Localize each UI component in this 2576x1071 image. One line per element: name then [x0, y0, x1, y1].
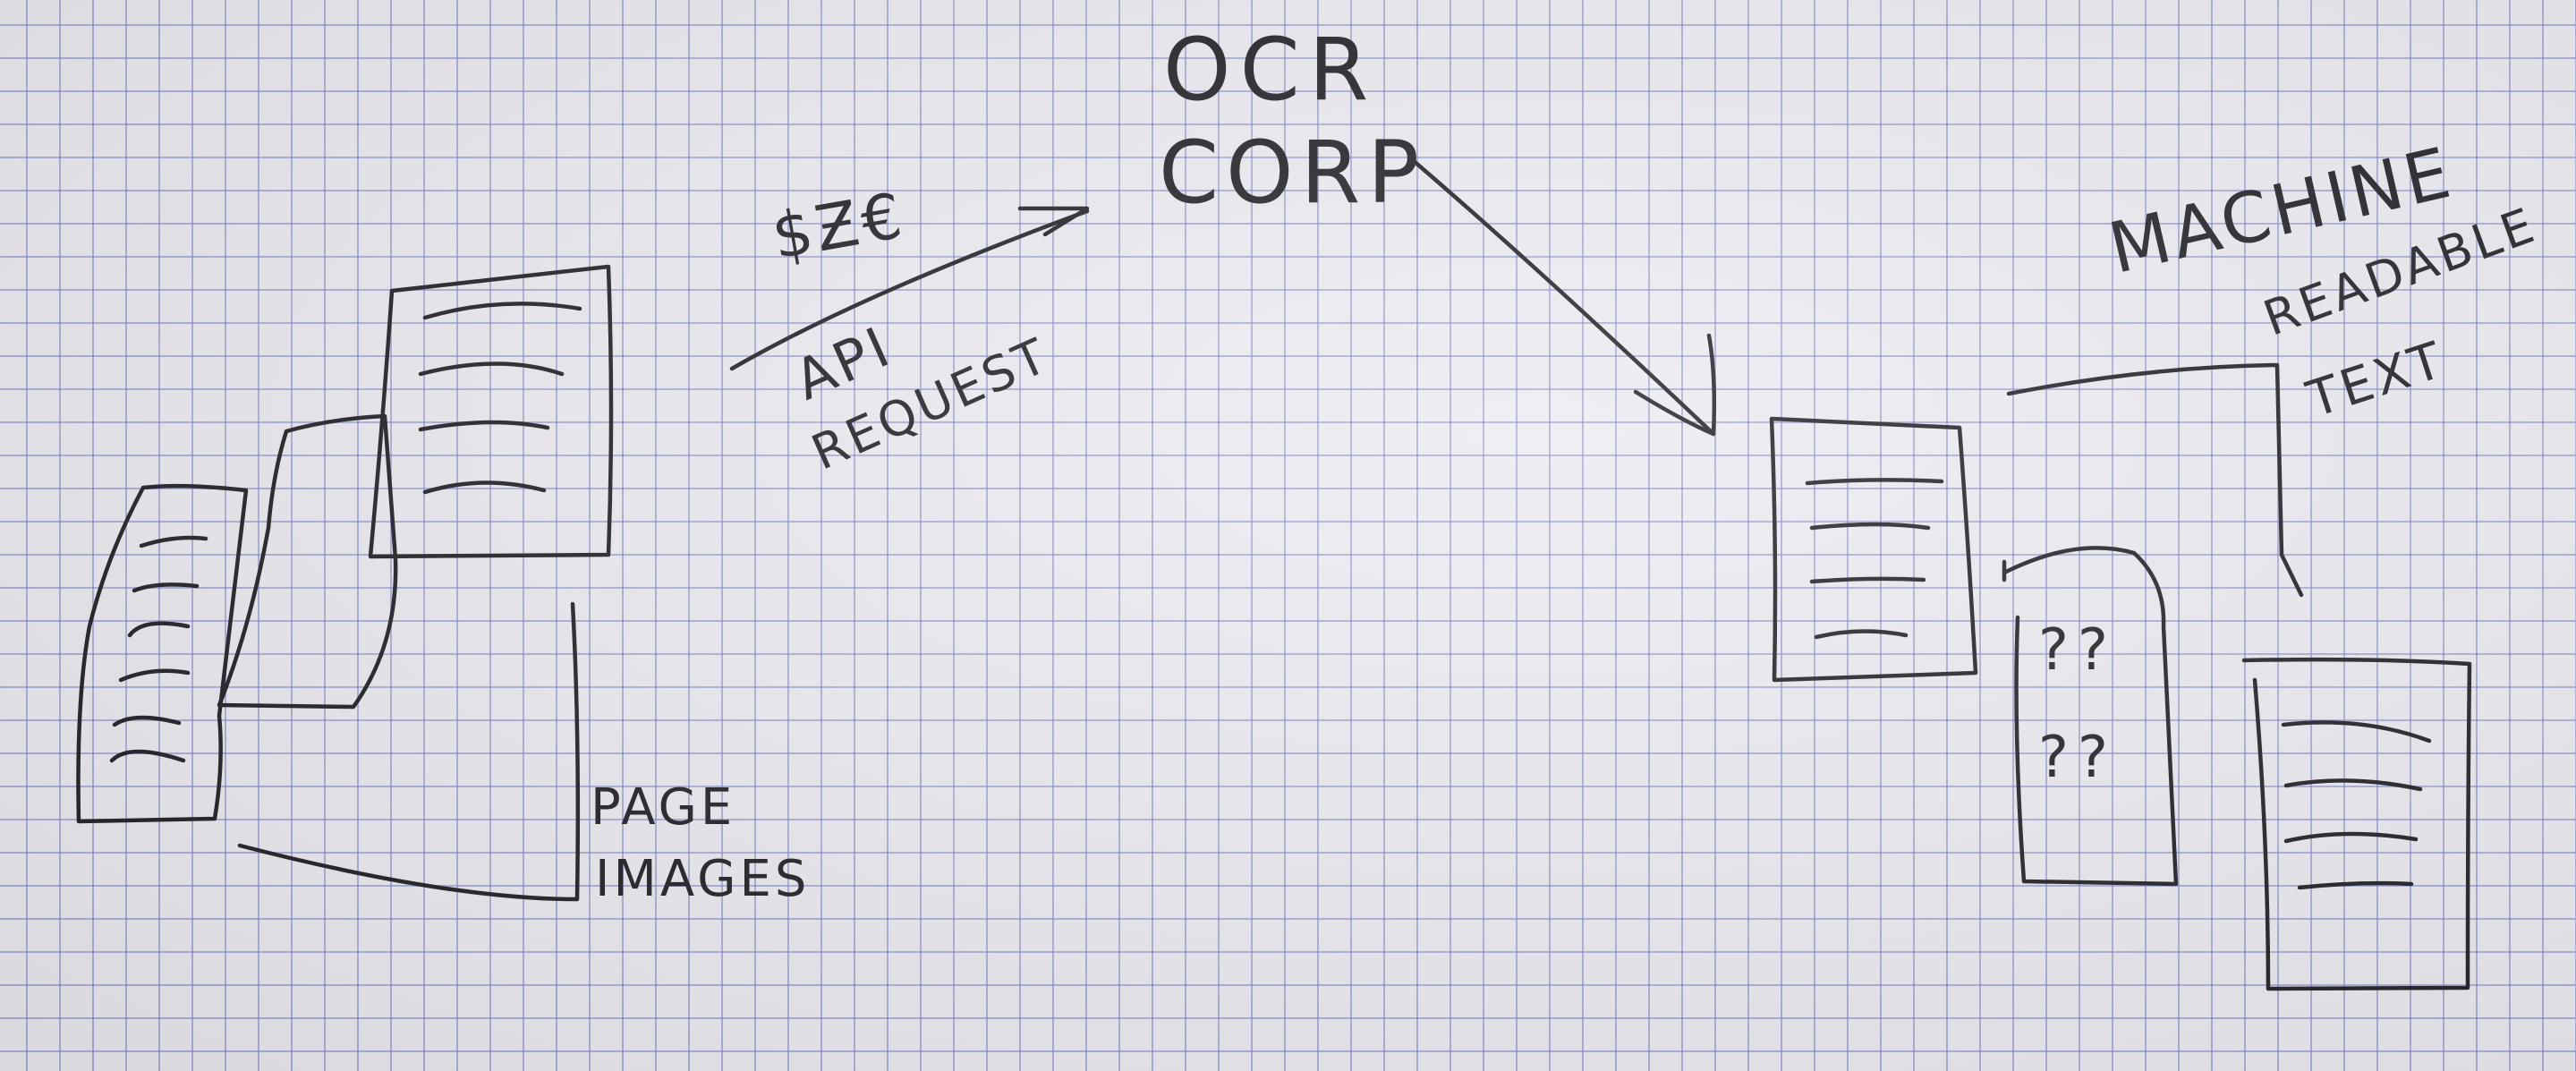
ocr-label: OCR: [1163, 20, 1378, 120]
corp-label: CORP: [1159, 123, 1427, 223]
input-page-front: [368, 264, 614, 559]
page-label: PAGE: [591, 778, 736, 837]
api-request-arrow: [729, 206, 1090, 371]
output-page-readable: [2241, 657, 2472, 991]
input-bracket: [237, 601, 581, 902]
output-page-unknown: [2002, 546, 2179, 887]
unknown-marks-row-2: ??: [2038, 725, 2117, 791]
output-bracket: [2006, 362, 2304, 598]
unknown-marks-row-1: ??: [2038, 617, 2117, 684]
input-page-middle: [217, 413, 398, 710]
images-label: IMAGES: [595, 850, 811, 908]
output-page-1: [1769, 416, 1978, 683]
result-arrow: [1411, 158, 1717, 437]
input-page-back: [76, 483, 249, 824]
